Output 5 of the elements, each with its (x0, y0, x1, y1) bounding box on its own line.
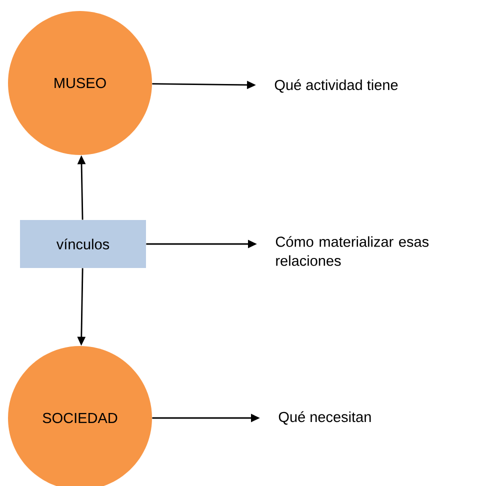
text-label: Cómo materializar esas relaciones (276, 236, 429, 266)
label-box: vínculos (20, 220, 146, 268)
text-label: Qué necesitan (278, 411, 371, 425)
circle-node: MUSEO (8, 11, 152, 155)
text-label: Qué actividad tiene (274, 79, 398, 93)
